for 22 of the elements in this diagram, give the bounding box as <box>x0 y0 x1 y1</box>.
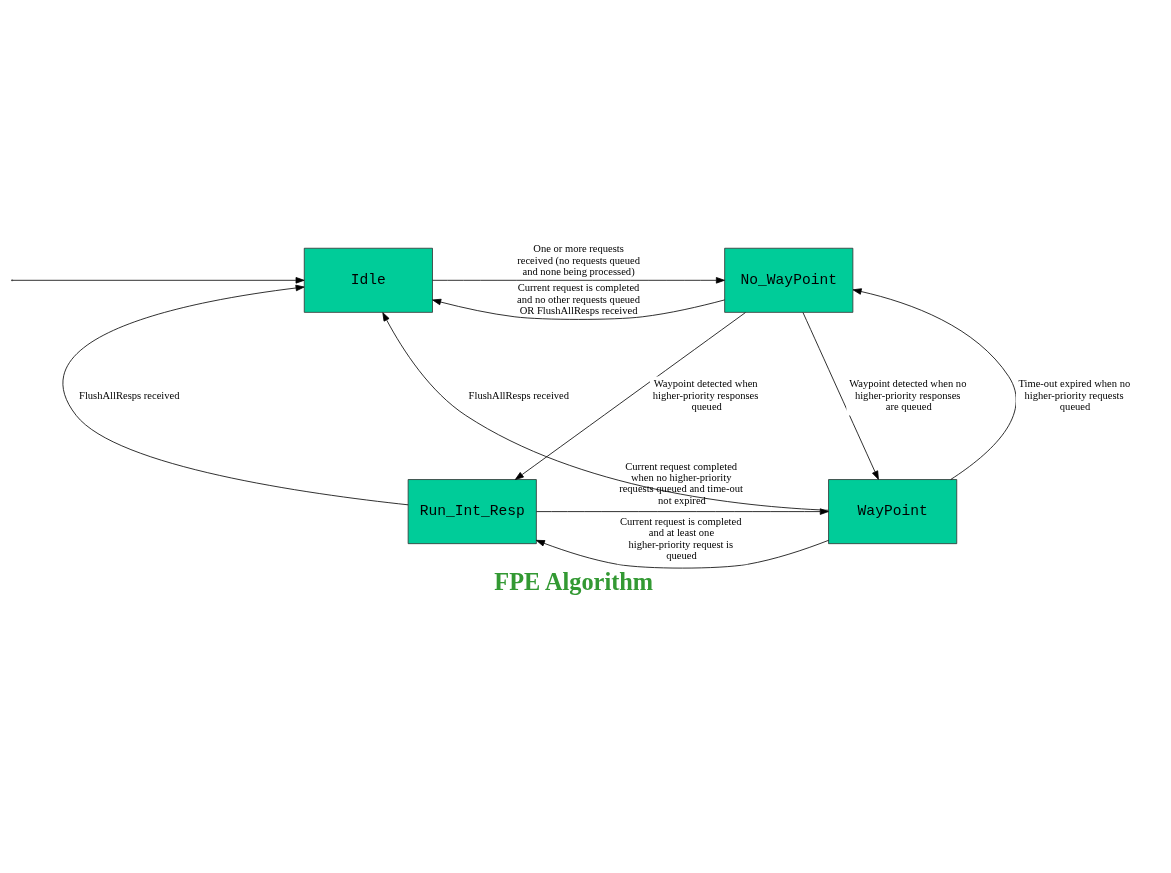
node-box: Idle <box>303 247 433 313</box>
edge-label: Current request is completed and no other requests queued OR FlushAllResps received <box>517 282 641 316</box>
edge-label: One or more requests received (no requests queued and none being processed) <box>517 243 640 277</box>
edge-label: Waypoint detected when higher-priority responses queued <box>652 378 759 413</box>
edge-label: Current request is completed and at least one higher-priority request is queued <box>619 515 742 561</box>
arrow <box>432 298 725 320</box>
diagram-title: FPE Algorithm <box>494 568 654 596</box>
node-box: No_WayPoint <box>724 247 854 313</box>
edge-label: Current request completed when no higher-priority requests queued and time-out not expired <box>619 460 744 506</box>
arrow <box>535 539 829 569</box>
node-box: Run_Int_Resp <box>407 479 537 545</box>
arrow <box>62 284 409 506</box>
arrow <box>852 288 1017 480</box>
node-box: WayPoint <box>828 479 958 545</box>
arrow <box>514 312 746 480</box>
arrow <box>432 277 725 284</box>
edge-label: FlushAllResps received <box>468 389 570 401</box>
arrow <box>802 312 879 480</box>
edge-label: Time-out expired when no higher-priority requests queued <box>1018 378 1131 413</box>
edge-label: Waypoint detected when no higher-priority responses are queued <box>849 378 967 413</box>
arrow <box>12 277 305 284</box>
edge-label: FlushAllResps received <box>79 389 180 401</box>
